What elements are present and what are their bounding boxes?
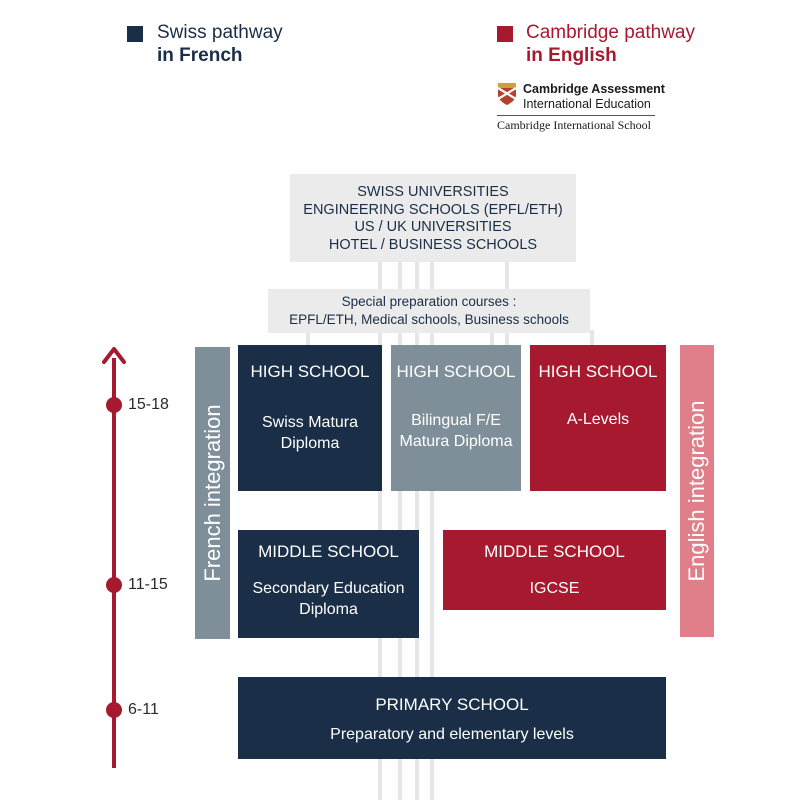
middle-school-swiss-title: MIDDLE SCHOOL (258, 542, 399, 561)
cambridge-legend-line2: in English (526, 45, 617, 66)
middle-school-cambridge-line1: IGCSE (529, 580, 580, 597)
middle-school-swiss-line2: Diploma (299, 601, 358, 618)
high-school-cambridge-line1: A-Levels (566, 411, 630, 428)
timeline-axis (112, 358, 116, 768)
french-integration-label: French integration (199, 404, 225, 582)
high-school-cambridge-box: HIGH SCHOOL A-Levels (530, 345, 666, 491)
connector-line (306, 330, 310, 350)
age-marker-dot (106, 397, 122, 413)
age-label: 15-18 (128, 396, 169, 413)
high-school-bilingual-box: HIGH SCHOOL Bilingual F/E Matura Diploma (391, 345, 521, 491)
preparation-line2: EPFL/ETH, Medical schools, Business scho… (289, 312, 569, 327)
logo-line2: International Education (523, 97, 651, 111)
high-school-bilingual-line1: Bilingual F/E (411, 412, 501, 429)
high-school-swiss-line1: Swiss Matura (261, 414, 359, 431)
middle-school-cambridge-box: MIDDLE SCHOOL IGCSE (443, 530, 666, 610)
age-marker-dot (106, 702, 122, 718)
destination-item: US / UK UNIVERSITIES (354, 219, 512, 235)
connector-line (590, 330, 594, 350)
cambridge-pathway-swatch (497, 26, 513, 42)
high-school-swiss-line2: Diploma (280, 435, 340, 452)
english-integration-label: English integration (684, 400, 709, 582)
cambridge-pathway-legend: Cambridge pathway in English (526, 21, 695, 67)
logo-line3: Cambridge International School (497, 118, 651, 132)
cambridge-legend-line1: Cambridge pathway (526, 22, 695, 43)
age-label: 11-15 (128, 576, 168, 593)
middle-school-swiss-line1: Secondary Education (252, 580, 405, 597)
age-label: 6-11 (128, 701, 159, 718)
primary-school-box: PRIMARY SCHOOL Preparatory and elementar… (238, 677, 666, 759)
swiss-pathway-swatch (127, 26, 143, 42)
connector-line (430, 262, 434, 800)
cambridge-logo: Cambridge Assessment International Educa… (497, 82, 667, 134)
swiss-pathway-legend: Swiss pathway in French (157, 21, 283, 67)
logo-line1: Cambridge Assessment (523, 82, 665, 96)
timeline-arrow-icon (102, 347, 126, 364)
high-school-swiss-title: HIGH SCHOOL (250, 362, 370, 381)
cambridge-shield-icon (497, 83, 517, 105)
swiss-legend-line1: Swiss pathway (157, 22, 283, 43)
middle-school-swiss-box: MIDDLE SCHOOL Secondary Education Diplom… (238, 530, 419, 638)
swiss-legend-line2: in French (157, 45, 243, 66)
logo-divider (497, 115, 655, 116)
middle-school-cambridge-title: MIDDLE SCHOOL (484, 542, 625, 561)
high-school-bilingual-line2: Matura Diploma (399, 433, 513, 450)
preparation-line1: Special preparation courses : (341, 294, 517, 309)
high-school-cambridge-title: HIGH SCHOOL (538, 362, 658, 381)
destination-item: SWISS UNIVERSITIES (357, 184, 509, 200)
connector-line (490, 330, 494, 350)
high-school-bilingual-title: HIGH SCHOOL (396, 362, 516, 381)
high-school-swiss-box: HIGH SCHOOL Swiss Matura Diploma (238, 345, 382, 491)
destination-item: HOTEL / BUSINESS SCHOOLS (328, 236, 538, 253)
destinations-box: SWISS UNIVERSITIES ENGINEERING SCHOOLS (… (290, 174, 576, 262)
preparation-box: Special preparation courses : EPFL/ETH, … (268, 289, 590, 333)
french-integration-bar: French integration (195, 347, 230, 639)
age-marker-dot (106, 577, 122, 593)
destination-item: ENGINEERING SCHOOLS (EPFL/ETH) (303, 201, 563, 218)
primary-school-line1: Preparatory and elementary levels (330, 726, 574, 743)
primary-school-title: PRIMARY SCHOOL (375, 695, 529, 714)
english-integration-bar: English integration (680, 345, 714, 637)
